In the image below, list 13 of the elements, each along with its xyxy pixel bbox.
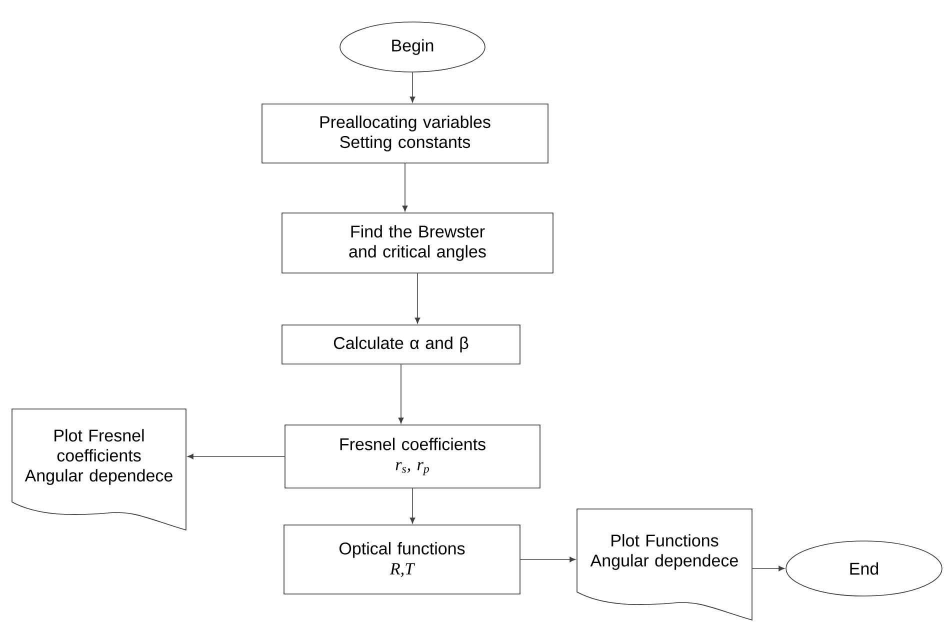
arrow: [398, 364, 404, 424]
arrow: [752, 566, 785, 572]
process-box: Preallocating variables Setting constants: [262, 104, 548, 164]
arrow: [410, 488, 416, 524]
process-box: Calculate α and β: [282, 324, 520, 364]
arrow: [187, 454, 285, 460]
process-box: Optical functions R,T: [284, 524, 520, 594]
arrow: [402, 163, 408, 212]
process-box: Fresnel coefficients r$_{s}$, r$_{p}$: [284, 424, 540, 488]
arrow: [520, 556, 576, 562]
arrow: [414, 273, 420, 324]
arrow: [410, 72, 416, 103]
process-box: Find the Brewster and critical angles: [282, 212, 554, 274]
